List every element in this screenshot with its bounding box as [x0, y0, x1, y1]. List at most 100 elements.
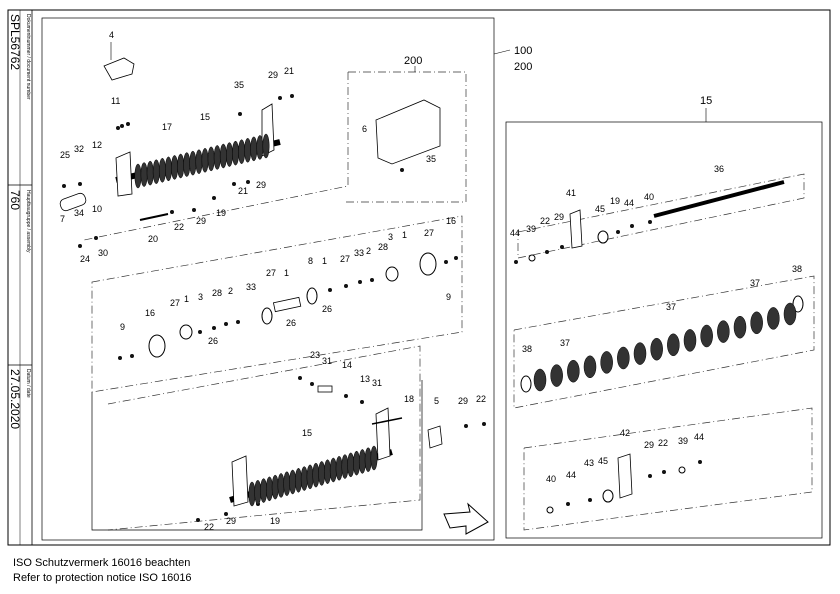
callout-top-left-3: 15 [200, 112, 210, 122]
callout-right-top-6: 44 [510, 228, 520, 238]
callout-middle-6: 2 [228, 286, 233, 296]
direction-arrow-icon [443, 502, 489, 535]
callout-top-left-11: 34 [74, 208, 84, 218]
document-number: SPL56762 [8, 14, 22, 70]
cover-plate-6 [375, 99, 441, 165]
callout-middle-16: 3 [388, 232, 393, 242]
tine-disc [324, 459, 331, 484]
tine-disc [256, 135, 264, 160]
disc-38-right [792, 295, 804, 313]
callout-top-left-0: 4 [109, 30, 114, 40]
callout-top-left-12: 10 [92, 204, 102, 214]
protection-notice-en: Refer to protection notice ISO 16016 [13, 572, 192, 584]
tine-disc [567, 359, 580, 383]
middle-parts [118, 252, 458, 360]
callout-right-bottom-6: 45 [598, 456, 608, 466]
callout-right-top-3: 19 [610, 196, 620, 206]
callout-top-left-8: 32 [74, 144, 84, 154]
callout-top-left-1: 11 [111, 96, 120, 106]
tine-disc [312, 462, 320, 488]
assembly-100-label: 100 [514, 45, 532, 57]
assembly-label: Hauptbaugruppe / assembly [25, 190, 31, 253]
callout-bottom-9: 15 [302, 428, 312, 438]
callout-middle-23: 26 [322, 304, 332, 314]
callout-middle-19: 16 [446, 216, 456, 226]
tine-disc [271, 474, 279, 500]
callout-bottom-8: 22 [476, 394, 486, 404]
tine-disc [152, 159, 160, 184]
tine-disc [347, 452, 355, 478]
tine-disc [265, 476, 273, 502]
callout-right-middle-3: 37 [750, 278, 760, 288]
tine-disc [146, 160, 154, 186]
tine-disc [260, 478, 268, 503]
callout-right-middle-0: 38 [792, 264, 802, 274]
tine-disc [717, 320, 730, 343]
tine-disc [533, 368, 547, 392]
tine-disc [248, 481, 256, 507]
tine-disc [250, 136, 258, 162]
callout-right-bottom-7: 44 [566, 470, 576, 480]
callout-right-top-0: 36 [714, 164, 724, 174]
callout-right-top-5: 40 [644, 192, 654, 202]
callout-top-left-2: 17 [162, 122, 172, 132]
callout-top-left-16: 29 [196, 216, 206, 226]
callout-right-bottom-0: 42 [620, 428, 630, 438]
callout-middle-1: 16 [145, 308, 155, 318]
tine-disc [783, 302, 797, 326]
callout-right-bottom-8: 40 [546, 474, 556, 484]
tine-disc [244, 138, 252, 163]
group-200-outline [346, 71, 467, 203]
shaft-36 [653, 180, 785, 218]
callout-top-left-4: 35 [234, 80, 244, 90]
callout-right-top-9: 29 [554, 212, 564, 222]
tine-disc [733, 315, 747, 339]
date-label: Datum / date [25, 369, 31, 398]
drawing-frame [7, 9, 831, 546]
roller-assembly-bottom [196, 376, 486, 522]
callout-right-bottom-5: 43 [584, 458, 594, 468]
callout-middle-4: 3 [198, 292, 203, 302]
callout-right-middle-1: 37 [560, 338, 570, 348]
tine-disc [201, 148, 209, 173]
callout-right-top-1: 41 [566, 188, 576, 198]
callout-top-left-7: 25 [60, 150, 70, 160]
assembly-200-label: 200 [514, 61, 532, 73]
document-number-label: Dokumentnummer / document number [25, 14, 31, 100]
callout-right-top-4: 44 [624, 198, 634, 208]
tine-disc [683, 329, 697, 352]
tine-disc [213, 145, 221, 170]
callout-right-bottom-2: 22 [658, 438, 668, 448]
tine-disc [219, 143, 227, 169]
tine-disc [183, 152, 191, 177]
callout-right-bottom-1: 29 [644, 440, 654, 450]
callout-bottom-1: 31 [322, 356, 332, 366]
tine-disc [335, 456, 343, 481]
callout-top-left-22: 35 [426, 154, 436, 164]
callout-middle-12: 27 [340, 254, 350, 264]
callout-middle-2: 27 [170, 298, 180, 308]
tine-disc [341, 454, 349, 479]
tine-disc [171, 155, 179, 180]
callout-top-left-6: 21 [284, 66, 294, 76]
tine-disc [189, 150, 197, 176]
callout-top-left-17: 19 [216, 208, 226, 218]
tine-disc [165, 156, 172, 182]
callout-right-top-7: 39 [526, 224, 536, 234]
callout-bottom-11: 29 [226, 516, 236, 526]
callout-bottom-5: 18 [404, 394, 414, 404]
callout-top-left-15: 22 [174, 222, 184, 232]
tine-disc [358, 449, 366, 474]
tine-disc [700, 324, 713, 348]
tine-disc [262, 133, 270, 159]
callout-middle-14: 2 [366, 246, 371, 256]
callout-top-left-18: 20 [148, 234, 158, 244]
group-200-label: 200 [404, 55, 422, 67]
assembly-100-frame [41, 17, 495, 541]
callout-middle-11: 1 [322, 256, 327, 266]
tine-disc [207, 146, 215, 172]
callout-top-left-21: 6 [362, 124, 367, 134]
disc-38-left [520, 375, 532, 393]
callout-middle-8: 27 [266, 268, 276, 278]
callout-top-left-19: 24 [80, 254, 90, 264]
